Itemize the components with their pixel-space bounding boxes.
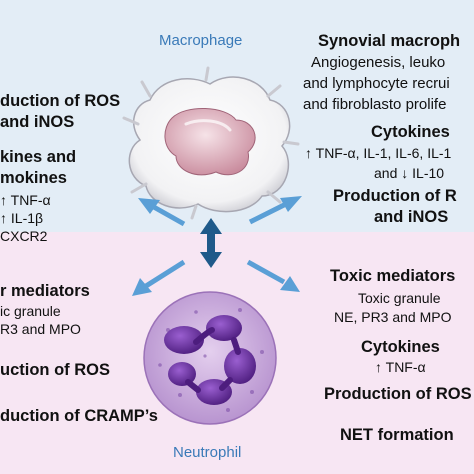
left-bottom-granule-text: ic granule (0, 303, 61, 319)
neutrophil-cell-icon (143, 291, 277, 425)
right-top-synovial-heading: Synovial macroph (318, 32, 461, 50)
right-top-ros-heading: Production of R (333, 187, 457, 205)
macrophage-label: Macrophage (159, 32, 243, 49)
left-bottom-ros-heading: uction of ROS (0, 361, 110, 379)
arrow-upper-left-icon (138, 198, 186, 227)
left-bottom-pr3-text: R3 and MPO (0, 321, 81, 337)
arrow-bidirectional-icon (200, 218, 222, 268)
right-top-cytokine-list-text: ↑ TNF-α, IL-1, IL-6, IL-1 (305, 145, 452, 161)
right-bottom-ros-heading: Production of ROS (324, 385, 472, 403)
left-top-inos-heading: and iNOS (0, 113, 75, 131)
right-bottom-granule-text: Toxic granule (358, 290, 441, 306)
right-top-inos-heading: and iNOS (374, 208, 449, 226)
right-top-cytokines-heading: Cytokines (371, 123, 450, 141)
right-top-lymphocyte-text: and lymphocyte recrui (303, 75, 450, 92)
right-top-fibroblast-text: and fibroblasto prolife (303, 96, 447, 113)
right-top-il10-text: and ↓ IL-10 (374, 165, 445, 181)
right-bottom-net-heading: NET formation (340, 426, 454, 444)
left-top-chemokines-heading: mokines (0, 169, 67, 187)
right-bottom-tnf-text: ↑ TNF-α (375, 359, 426, 375)
left-top-cytokines-heading: kines and (0, 148, 77, 166)
left-bottom-cramp-heading: duction of CRAMP’s (0, 407, 158, 425)
left-top-tnf-text: ↑ TNF-α (0, 192, 51, 208)
macrophage-cell-icon (122, 66, 300, 220)
left-top-cxcr2-text: CXCR2 (0, 228, 48, 244)
right-bottom-ne-text: NE, PR3 and MPO (334, 309, 452, 325)
left-bottom-mediators-heading: r mediators (0, 282, 90, 300)
right-bottom-mediators-heading: Toxic mediators (330, 267, 456, 285)
left-top-ros-heading: duction of ROS (0, 92, 121, 110)
neutrophil-label: Neutrophil (173, 444, 242, 461)
arrow-lower-left-icon (132, 259, 186, 296)
left-top-il1b-text: ↑ IL-1β (0, 210, 44, 226)
right-top-angiogenesis-text: Angiogenesis, leuko (311, 54, 446, 71)
right-bottom-cytokines-heading: Cytokines (361, 338, 440, 356)
arrow-upper-right-icon (248, 196, 302, 225)
arrow-lower-right-icon (246, 259, 300, 292)
